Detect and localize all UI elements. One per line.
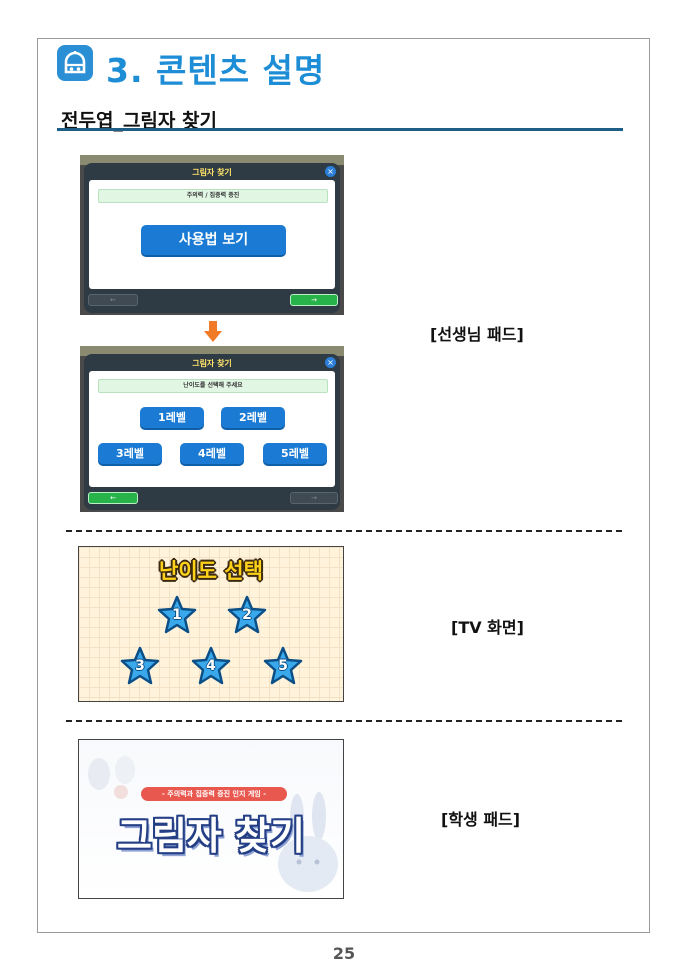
rabbit-icon xyxy=(278,792,338,892)
star-icon xyxy=(157,595,197,634)
pad-top-strip xyxy=(80,155,344,165)
animal-doodle-icon xyxy=(88,756,135,799)
level-star-5: 5 xyxy=(262,646,304,686)
tv-title: 난이도 선택 xyxy=(159,559,263,583)
prev-button[interactable]: ← xyxy=(88,492,138,504)
prev-button[interactable]: ← xyxy=(88,294,138,306)
level-5-button[interactable]: 5레벨 xyxy=(263,443,327,464)
popup-panel: 그림자 찾기 × 주의력 / 집중력 증진 사용법 보기 ← → xyxy=(84,163,340,313)
teacher-pad-screenshot-2: 그림자 찾기 × 난이도를 선택해 주세요 1레벨 2레벨 3레벨 4레벨 5레… xyxy=(80,346,344,512)
teacher-pad-label: [선생님 패드] xyxy=(430,325,524,344)
how-to-button[interactable]: 사용법 보기 xyxy=(141,225,286,255)
star-number: 4 xyxy=(206,658,216,674)
level-star-1: 1 xyxy=(156,595,198,635)
arrow-down-icon xyxy=(204,321,222,342)
page-number: 25 xyxy=(332,944,356,963)
level-star-3: 3 xyxy=(119,646,161,686)
level-4-button[interactable]: 4레벨 xyxy=(180,443,244,464)
star-icon xyxy=(120,646,160,685)
info-banner: 주의력 / 집중력 증진 xyxy=(98,189,328,203)
close-button[interactable]: × xyxy=(325,166,336,177)
pad-top-strip xyxy=(80,346,344,356)
star-number: 3 xyxy=(135,658,145,674)
tv-label: [TV 화면] xyxy=(451,618,524,637)
student-subtitle-pill: - 주의력과 집중력 증진 인지 게임 - xyxy=(141,787,287,801)
student-pad-label: [학생 패드] xyxy=(441,810,521,829)
level-3-button[interactable]: 3레벨 xyxy=(98,443,162,464)
popup-card: 주의력 / 집중력 증진 사용법 보기 xyxy=(89,180,335,289)
star-icon xyxy=(227,595,267,634)
level-1-button[interactable]: 1레벨 xyxy=(140,407,204,428)
next-button[interactable]: → xyxy=(290,492,338,504)
student-pad-screenshot: - 주의력과 집중력 증진 인지 게임 - 그림자 찾기 xyxy=(78,739,344,899)
tv-screenshot: 난이도 선택 1 2 3 4 5 xyxy=(78,546,344,702)
dashed-divider xyxy=(66,720,622,722)
star-number: 1 xyxy=(172,607,182,623)
page-title: 3. 콘텐츠 설명 xyxy=(106,51,326,90)
panel-title: 그림자 찾기 xyxy=(192,168,232,177)
level-2-button[interactable]: 2레벨 xyxy=(221,407,285,428)
info-banner: 난이도를 선택해 주세요 xyxy=(98,379,328,393)
star-icon xyxy=(191,646,231,685)
section-subtitle: 전두엽_그림자 찾기 xyxy=(61,110,217,132)
dashed-divider xyxy=(66,530,622,532)
level-star-4: 4 xyxy=(190,646,232,686)
student-title: 그림자 찾기 xyxy=(116,814,306,858)
star-number: 2 xyxy=(242,607,252,623)
page-frame xyxy=(37,38,650,933)
star-number: 5 xyxy=(278,658,288,674)
section-rule xyxy=(57,128,623,131)
next-button[interactable]: → xyxy=(290,294,338,306)
teacher-pad-screenshot-1: 그림자 찾기 × 주의력 / 집중력 증진 사용법 보기 ← → xyxy=(80,155,344,315)
star-icon xyxy=(263,646,303,685)
popup-card: 난이도를 선택해 주세요 1레벨 2레벨 3레벨 4레벨 5레벨 xyxy=(89,371,335,487)
close-button[interactable]: × xyxy=(325,357,336,368)
panel-title: 그림자 찾기 xyxy=(192,359,232,368)
popup-panel: 그림자 찾기 × 난이도를 선택해 주세요 1레벨 2레벨 3레벨 4레벨 5레… xyxy=(84,354,340,510)
level-star-2: 2 xyxy=(226,595,268,635)
robot-icon xyxy=(57,45,93,81)
